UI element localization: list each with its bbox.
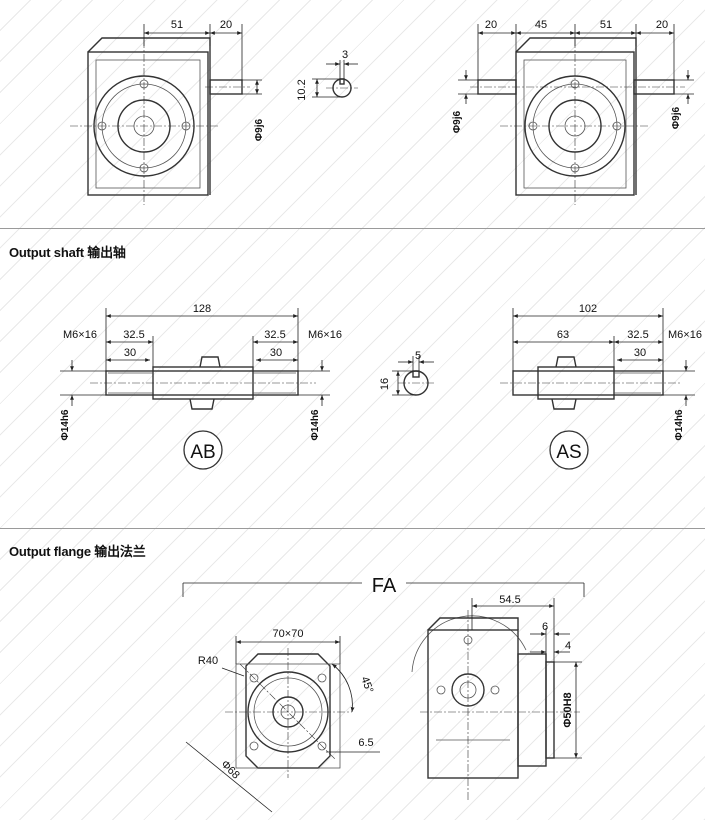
dim-51: 51 [600,19,612,31]
dim-51: 51 [171,19,183,31]
thread-left: M6×16 [63,329,97,341]
thread: M6×16 [668,329,702,341]
dim-20: 20 [220,19,232,31]
dim-radius: R40 [198,655,218,667]
thread-right: M6×16 [308,329,342,341]
dim-63: 63 [557,329,569,341]
output-key-width: 5 [415,350,421,362]
as-label-circle [549,430,589,470]
output-shaft-as: 102 63 32.5 M6×16 30 Φ14h6 AS [500,303,702,470]
housing-outline [87,51,209,196]
dim-square: 70×70 [273,628,304,640]
dim-shaft-diameter: Φ9j6 [254,119,265,142]
flange-title: FA [372,575,397,597]
dim-102: 102 [579,303,597,315]
section-heading-output-shaft: Output shaft 输出轴 [9,245,126,260]
dim-diameter: Φ14h6 [674,409,685,440]
dim-30-right: 30 [270,347,282,359]
ab-label: AB [190,442,215,463]
input-key-detail: 3 10.2 [296,49,358,101]
dim-4: 4 [565,640,571,652]
output-shaft-ab: 128 32.5 32.5 30 30 M6×16 M6×16 Φ14h6 Φ1… [60,303,342,470]
as-label: AS [556,442,581,463]
dim-6: 6 [542,621,548,633]
dim-30: 30 [634,347,646,359]
dim-54-5: 54.5 [499,594,520,606]
dim-32-5: 32.5 [627,329,648,341]
section-divider-2 [0,528,705,529]
dim-shaft-diameter-right: Φ9j6 [671,107,682,130]
key-height: 10.2 [296,79,308,100]
housing-side [427,629,519,779]
dim-30-left: 30 [124,347,136,359]
flange-plate [245,653,331,769]
key-width: 3 [342,49,348,61]
output-flange-fa: FA 70×70 R40 45° 6.5 Φ68 [182,575,585,813]
dim-angle: 45° [358,675,375,695]
gearbox-single-input-view: 51 20 Φ9j6 [70,19,265,205]
dim-45: 45 [535,19,547,31]
dim-20-right: 20 [656,19,668,31]
output-key-height: 16 [379,378,391,390]
dim-32-5-right: 32.5 [264,329,285,341]
dim-diameter-right: Φ14h6 [310,409,321,440]
ab-label-circle [183,430,223,470]
dim-shaft-diameter-left: Φ9j6 [452,111,463,134]
dim-128: 128 [193,303,211,315]
dim-pcd: Φ68 [218,758,241,781]
dim-hole: 6.5 [358,737,373,749]
section-divider-1 [0,228,705,229]
dim-32-5-left: 32.5 [123,329,144,341]
gearbox-double-input-view: 20 45 51 20 Φ9j6 Φ9j6 [452,19,694,205]
flange-side [517,653,547,767]
dim-diameter-left: Φ14h6 [60,409,71,440]
section-heading-output-flange: Output flange 输出法兰 [9,544,146,559]
dim-spigot: Φ50H8 [562,692,574,727]
dim-20-left: 20 [485,19,497,31]
output-key-detail: 5 16 [379,350,434,396]
